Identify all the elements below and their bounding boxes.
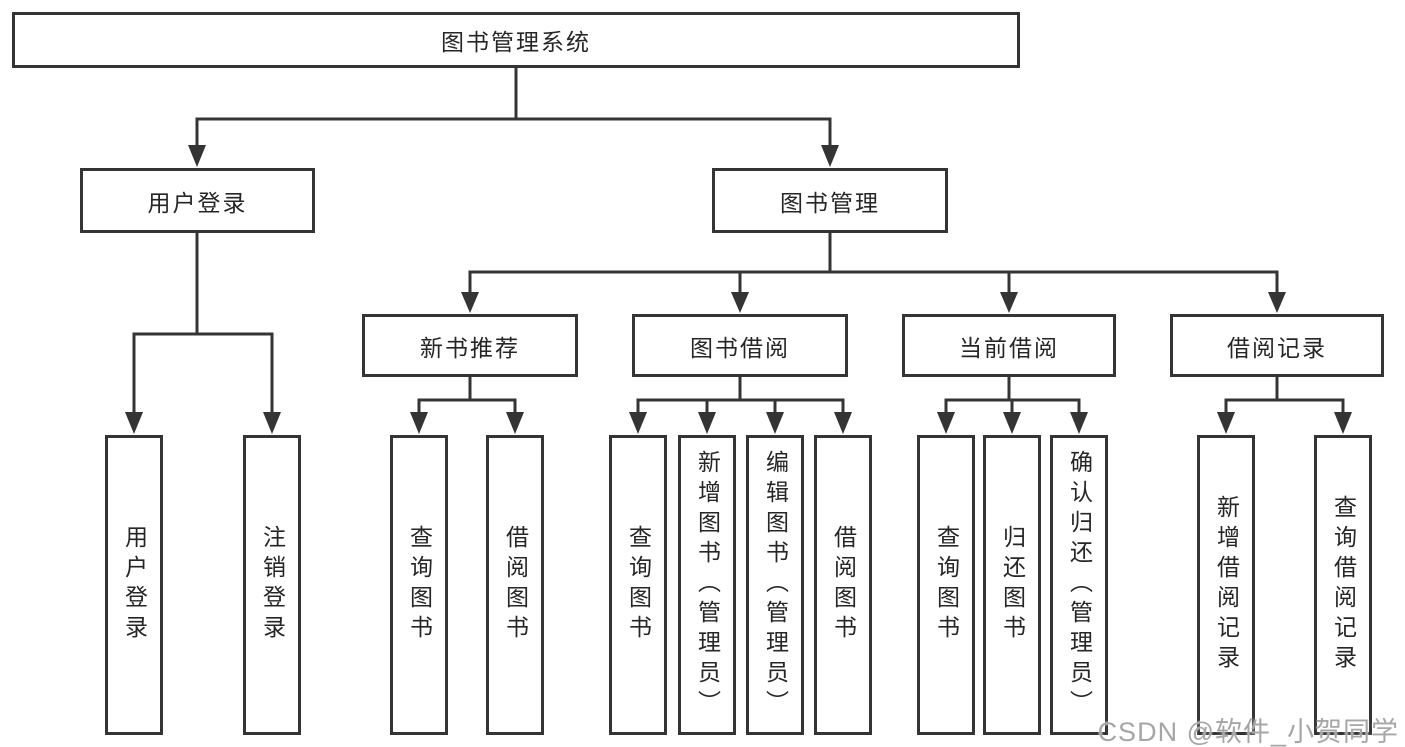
node-label: 图书管理: [780, 189, 880, 216]
node-book-borrow: 图书借阅: [632, 314, 848, 377]
leaf-query-books: 查询图书: [917, 435, 975, 735]
node-label: 查询借阅记录: [1330, 495, 1357, 675]
leaf-query-books: 查询图书: [390, 435, 448, 735]
node-book-management: 图书管理: [712, 168, 948, 233]
leaf-query-books: 查询图书: [609, 435, 667, 735]
node-label: 查询图书: [933, 525, 960, 645]
leaf-query-borrow-record: 查询借阅记录: [1314, 435, 1372, 735]
node-label: 借阅图书: [502, 525, 529, 645]
node-label: 确认归还（管理员）: [1066, 450, 1093, 720]
node-label: 编辑图书（管理员）: [762, 450, 789, 720]
leaf-user-login: 用户登录: [105, 435, 163, 735]
leaf-borrow-books: 借阅图书: [814, 435, 872, 735]
node-label: 借阅图书: [830, 525, 857, 645]
leaf-borrow-books: 借阅图书: [486, 435, 544, 735]
node-label: 查询图书: [625, 525, 652, 645]
node-current-borrow: 当前借阅: [902, 314, 1116, 377]
node-user-login: 用户登录: [80, 168, 315, 233]
leaf-confirm-return-admin: 确认归还（管理员）: [1050, 435, 1108, 735]
arrowheads: [125, 145, 1352, 434]
node-label: 归还图书: [999, 525, 1026, 645]
node-new-book-recommend: 新书推荐: [362, 314, 578, 377]
leaf-edit-books-admin: 编辑图书（管理员）: [746, 435, 804, 735]
csdn-watermark: CSDN @软件_小贺同学: [1097, 717, 1399, 747]
node-label: 用户登录: [147, 189, 248, 216]
leaf-logout: 注销登录: [243, 435, 301, 735]
leaf-return-books: 归还图书: [983, 435, 1041, 735]
node-label: 图书管理系统: [441, 29, 591, 55]
leaf-add-books-admin: 新增图书（管理员）: [678, 435, 736, 735]
node-label: 新增图书（管理员）: [694, 450, 721, 720]
node-borrow-records: 借阅记录: [1170, 314, 1384, 377]
node-label: 注销登录: [259, 525, 286, 645]
node-root-system: 图书管理系统: [12, 12, 1020, 68]
node-label: 借阅记录: [1227, 334, 1327, 361]
node-label: 用户登录: [121, 525, 148, 645]
node-label: 新书推荐: [420, 334, 520, 361]
node-label: 新增借阅记录: [1213, 495, 1240, 675]
node-label: 图书借阅: [690, 334, 790, 361]
node-label: 当前借阅: [959, 334, 1059, 361]
leaf-add-borrow-record: 新增借阅记录: [1197, 435, 1255, 735]
node-label: 查询图书: [406, 525, 433, 645]
